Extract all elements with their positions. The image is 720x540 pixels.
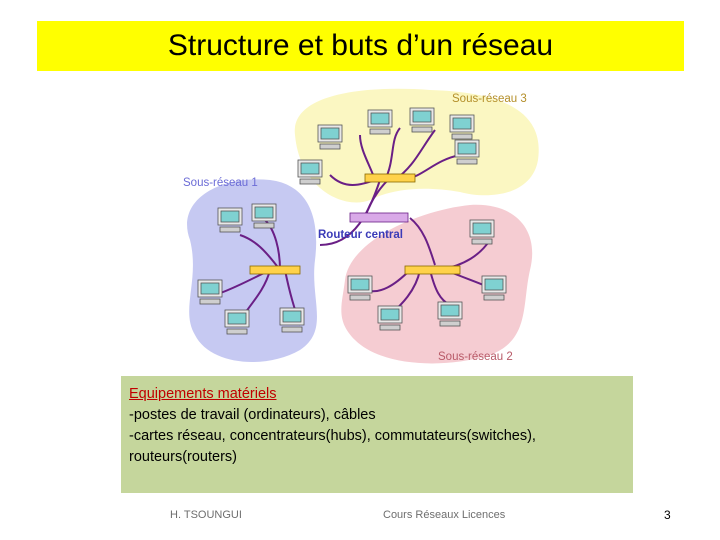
equipment-text-box: Equipements matériels -postes de travail… xyxy=(121,376,633,493)
network-diagram: Sous-réseau 1 Sous-réseau 3 Sous-réseau … xyxy=(170,80,560,370)
page-number: 3 xyxy=(664,508,671,522)
subnet-3-blob xyxy=(294,88,539,203)
footer-course: Cours Réseaux Licences xyxy=(383,509,506,521)
label-subnet-2: Sous-réseau 2 xyxy=(438,351,513,363)
computers xyxy=(197,107,507,335)
computer-icon xyxy=(297,159,323,185)
hub-subnet-2 xyxy=(404,265,461,275)
computer-icon xyxy=(317,124,343,150)
computer-icon xyxy=(217,207,243,233)
equipment-line-2: -cartes réseau, concentrateurs(hubs), co… xyxy=(129,428,536,444)
title-bar: Structure et buts d’un réseau xyxy=(37,21,684,71)
computer-icon xyxy=(377,305,403,331)
slide-title: Structure et buts d’un réseau xyxy=(167,29,554,62)
computer-icon xyxy=(367,109,393,135)
computer-icon xyxy=(409,107,435,133)
label-subnet-3: Sous-réseau 3 xyxy=(452,93,527,105)
computer-icon xyxy=(279,307,305,333)
computer-icon xyxy=(449,114,475,140)
label-central-router: Routeur central xyxy=(318,229,403,241)
computer-icon xyxy=(224,309,250,335)
hub-subnet-3 xyxy=(364,173,416,183)
label-subnet-1: Sous-réseau 1 xyxy=(183,177,258,189)
equipment-heading: Equipements matériels xyxy=(129,386,277,402)
equipment-line-3: routeurs(routers) xyxy=(129,449,237,465)
computer-icon xyxy=(251,203,277,229)
computer-icon xyxy=(481,275,507,301)
network-diagram-svg xyxy=(187,88,539,364)
central-router xyxy=(349,212,409,223)
subnet-2-blob xyxy=(341,204,533,364)
equipment-line-1: -postes de travail (ordinateurs), câbles xyxy=(129,407,376,423)
computer-icon xyxy=(197,279,223,305)
computer-icon xyxy=(437,301,463,327)
computer-icon xyxy=(347,275,373,301)
computer-icon xyxy=(454,139,480,165)
hub-subnet-1 xyxy=(249,265,301,275)
computer-icon xyxy=(469,219,495,245)
footer-author: H. TSOUNGUI xyxy=(170,509,242,521)
